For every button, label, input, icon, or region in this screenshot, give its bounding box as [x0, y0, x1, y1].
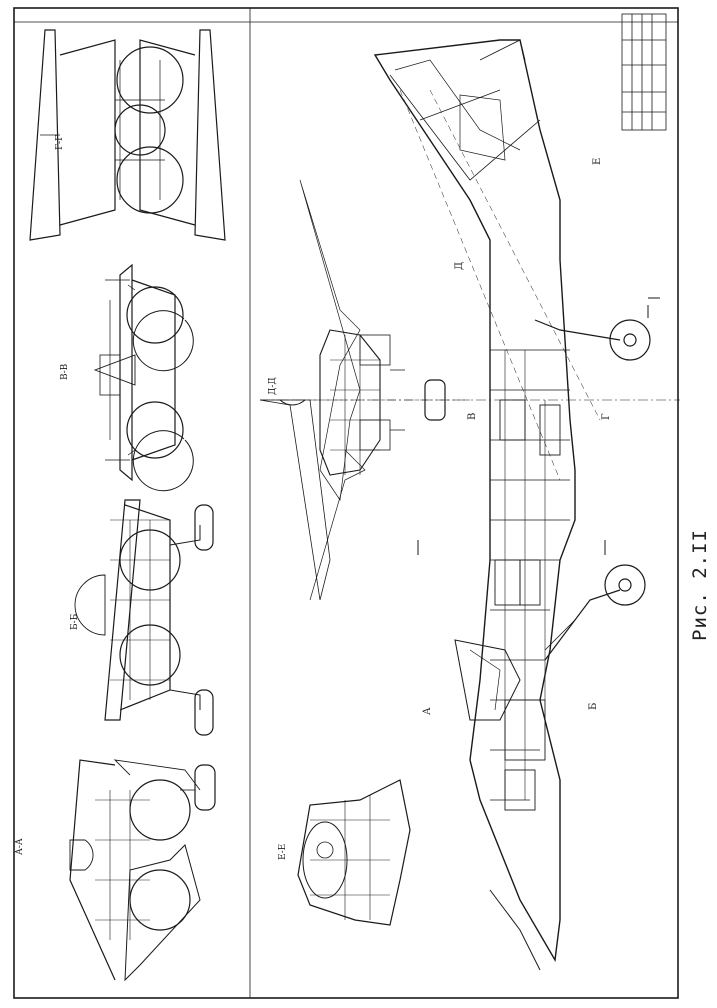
- section-label-b: Б-Б: [70, 613, 80, 630]
- front-view-wing: [259, 179, 470, 601]
- side-view-fuselage: [260, 39, 680, 971]
- section-label-a: А-А: [15, 838, 25, 855]
- station-marks: А Б В Г Д Е: [422, 158, 612, 715]
- station-mark-f: Е: [592, 158, 603, 165]
- section-label-c: В-В: [60, 363, 70, 380]
- station-mark-e: Д: [454, 262, 465, 270]
- section-label-d: Г-Г: [55, 135, 65, 150]
- cockpit-cross-section: [297, 779, 411, 926]
- figure-caption-wrapper: Рис. 2.II: [680, 525, 717, 645]
- station-mark-b: Б: [588, 703, 599, 710]
- cross-section-3: [74, 499, 214, 736]
- station-mark-c: В: [467, 413, 478, 420]
- section-label-f: Е-Е: [278, 844, 288, 860]
- cross-section-4: [69, 759, 216, 982]
- figure-caption: Рис. 2.II: [689, 529, 712, 641]
- section-label-e: Д-Д: [268, 377, 278, 395]
- station-mark-d: Г: [601, 413, 612, 420]
- cross-section-2: [93, 263, 194, 492]
- station-mark-a: А: [422, 707, 433, 715]
- section-labels: А-А Б-Б В-В Г-Г Д-Д Е-Е: [15, 135, 288, 860]
- sheet-border: [13, 7, 679, 999]
- cross-section-1: [29, 29, 226, 241]
- title-block: [621, 13, 667, 131]
